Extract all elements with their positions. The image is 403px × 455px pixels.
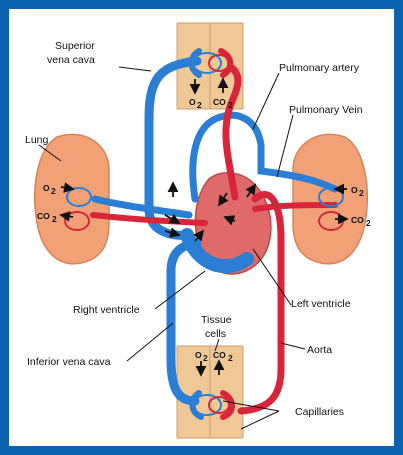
capillary-network-bottom: [192, 394, 230, 416]
gas-label-bottom-co2: CO 2: [213, 350, 233, 363]
capillaries-label: Capillaries: [295, 406, 344, 418]
o2-subscript: 2: [51, 186, 56, 196]
diagram-canvas: O 2 CO 2 O 2 CO 2 O 2 CO 2 O 2 CO 2: [9, 9, 394, 446]
leader-lines: [38, 66, 306, 430]
flow-arrows: [164, 77, 256, 377]
arterial-vessels: [90, 48, 338, 420]
left-lung: [34, 133, 110, 265]
superior-vena-cava-label: Superior: [55, 40, 95, 52]
o2-text: O: [43, 183, 50, 193]
o2-subscript: 2: [203, 353, 208, 363]
aorta-label: Aorta: [307, 344, 332, 356]
superior-vena-cava-label-line2: vena cava: [47, 54, 95, 66]
tissue-cells-label-line2: cells: [205, 328, 226, 340]
venous-vessels: [91, 48, 339, 420]
inferior-vena-cava-label: Inferior vena cava: [27, 356, 111, 368]
pulmonary-vein-label: Pulmonary Vein: [289, 104, 363, 116]
co2-subscript: 2: [366, 218, 371, 228]
o2-text: O: [195, 350, 202, 360]
gas-label-bottom-o2: O 2: [195, 350, 208, 363]
co2-text: CO: [37, 211, 50, 221]
co2-subscript: 2: [228, 100, 233, 110]
capillary-network-top: [192, 52, 230, 74]
o2-subscript: 2: [197, 100, 202, 110]
right-lung: [292, 133, 368, 265]
right-ventricle-label: Right ventricle: [73, 304, 140, 316]
co2-text: CO: [213, 97, 226, 107]
lung-gas-arrows: [59, 182, 349, 225]
o2-text: O: [189, 97, 196, 107]
co2-subscript: 2: [52, 214, 57, 224]
left-ventricle-label: Left ventricle: [291, 298, 351, 310]
pulmonary-artery-label: Pulmonary artery: [279, 62, 360, 74]
co2-text: CO: [351, 215, 364, 225]
lung-label: Lung: [25, 134, 49, 146]
tissue-cells-label: Tissue: [201, 314, 232, 326]
gas-label-top-o2: O 2: [189, 97, 202, 110]
circulation-diagram: O 2 CO 2 O 2 CO 2 O 2 CO 2 O 2 CO 2: [25, 22, 371, 439]
gas-label-right-co2: CO 2: [351, 215, 371, 228]
o2-text: O: [351, 185, 358, 195]
gas-label-left-o2: O 2: [43, 183, 56, 196]
gas-label-left-co2: CO 2: [37, 211, 57, 224]
gas-label-right-o2: O 2: [351, 185, 364, 198]
lower-tissue-block: [176, 345, 244, 439]
gas-label-top-co2: CO 2: [213, 97, 233, 110]
o2-subscript: 2: [359, 188, 364, 198]
co2-subscript: 2: [228, 353, 233, 363]
co2-text: CO: [213, 350, 226, 360]
